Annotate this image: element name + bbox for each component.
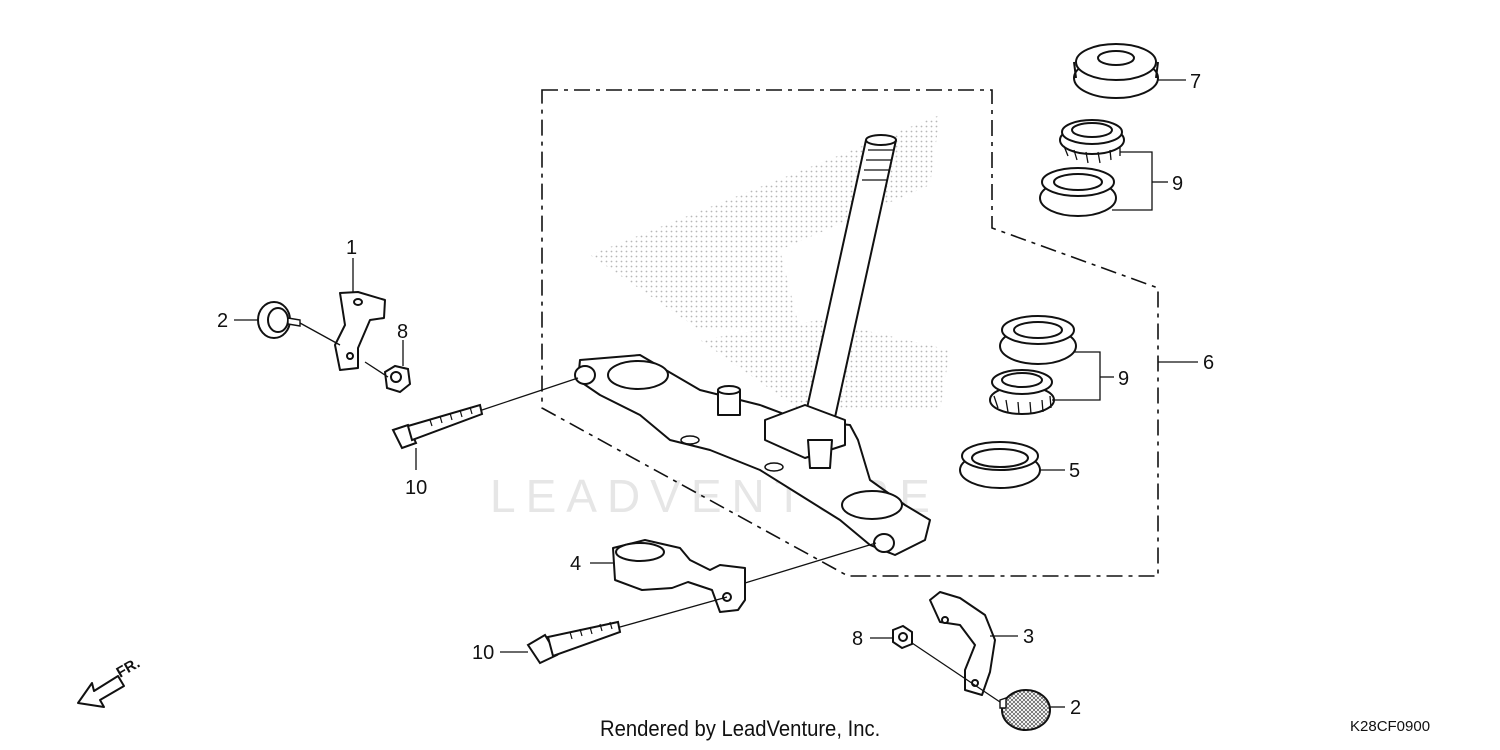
callout-7: 7 [1190,71,1201,93]
part-bearing-upper [1039,119,1125,217]
callout-3: 3 [1023,626,1034,648]
arrow-down-left-icon [77,675,125,708]
diagram-code: K28CF0900 [1350,718,1431,735]
callout-10-upper: 10 [405,477,427,499]
callout-4: 4 [570,553,581,575]
part-bracket-lower-left [612,539,746,613]
callout-1: 1 [346,237,357,259]
part-lock-nut [1073,43,1159,99]
footer-credit: Rendered by LeadVenture, Inc. [600,716,881,741]
part-bracket-lower-right [929,591,996,696]
callout-labels: 1 2 8 10 4 10 8 3 2 5 6 7 9 9 [217,71,1214,719]
part-bolt-lower [526,620,622,665]
part-nut-lower [892,624,913,650]
part-dust-seal [959,441,1041,489]
part-nut-upper [383,364,412,394]
callout-6: 6 [1203,352,1214,374]
callout-8-lower: 8 [852,628,863,650]
callout-5: 5 [1069,460,1080,482]
callout-10-lower: 10 [472,642,494,664]
part-grommet-upper [257,301,301,339]
callout-9-upper: 9 [1172,173,1183,195]
part-bracket-upper-left [334,291,386,371]
steering-stem [574,134,931,556]
callout-2-lower: 2 [1070,697,1081,719]
part-grommet-lower [999,689,1051,731]
assembly-boundary [541,89,1159,577]
leader-lines [234,79,1198,708]
callout-9-lower: 9 [1118,368,1129,390]
callout-2-upper: 2 [217,310,228,332]
part-bolt-upper [391,403,484,450]
part-bearing-lower [989,315,1077,415]
front-direction-indicator: FR. [77,655,143,708]
callout-8-upper: 8 [397,321,408,343]
